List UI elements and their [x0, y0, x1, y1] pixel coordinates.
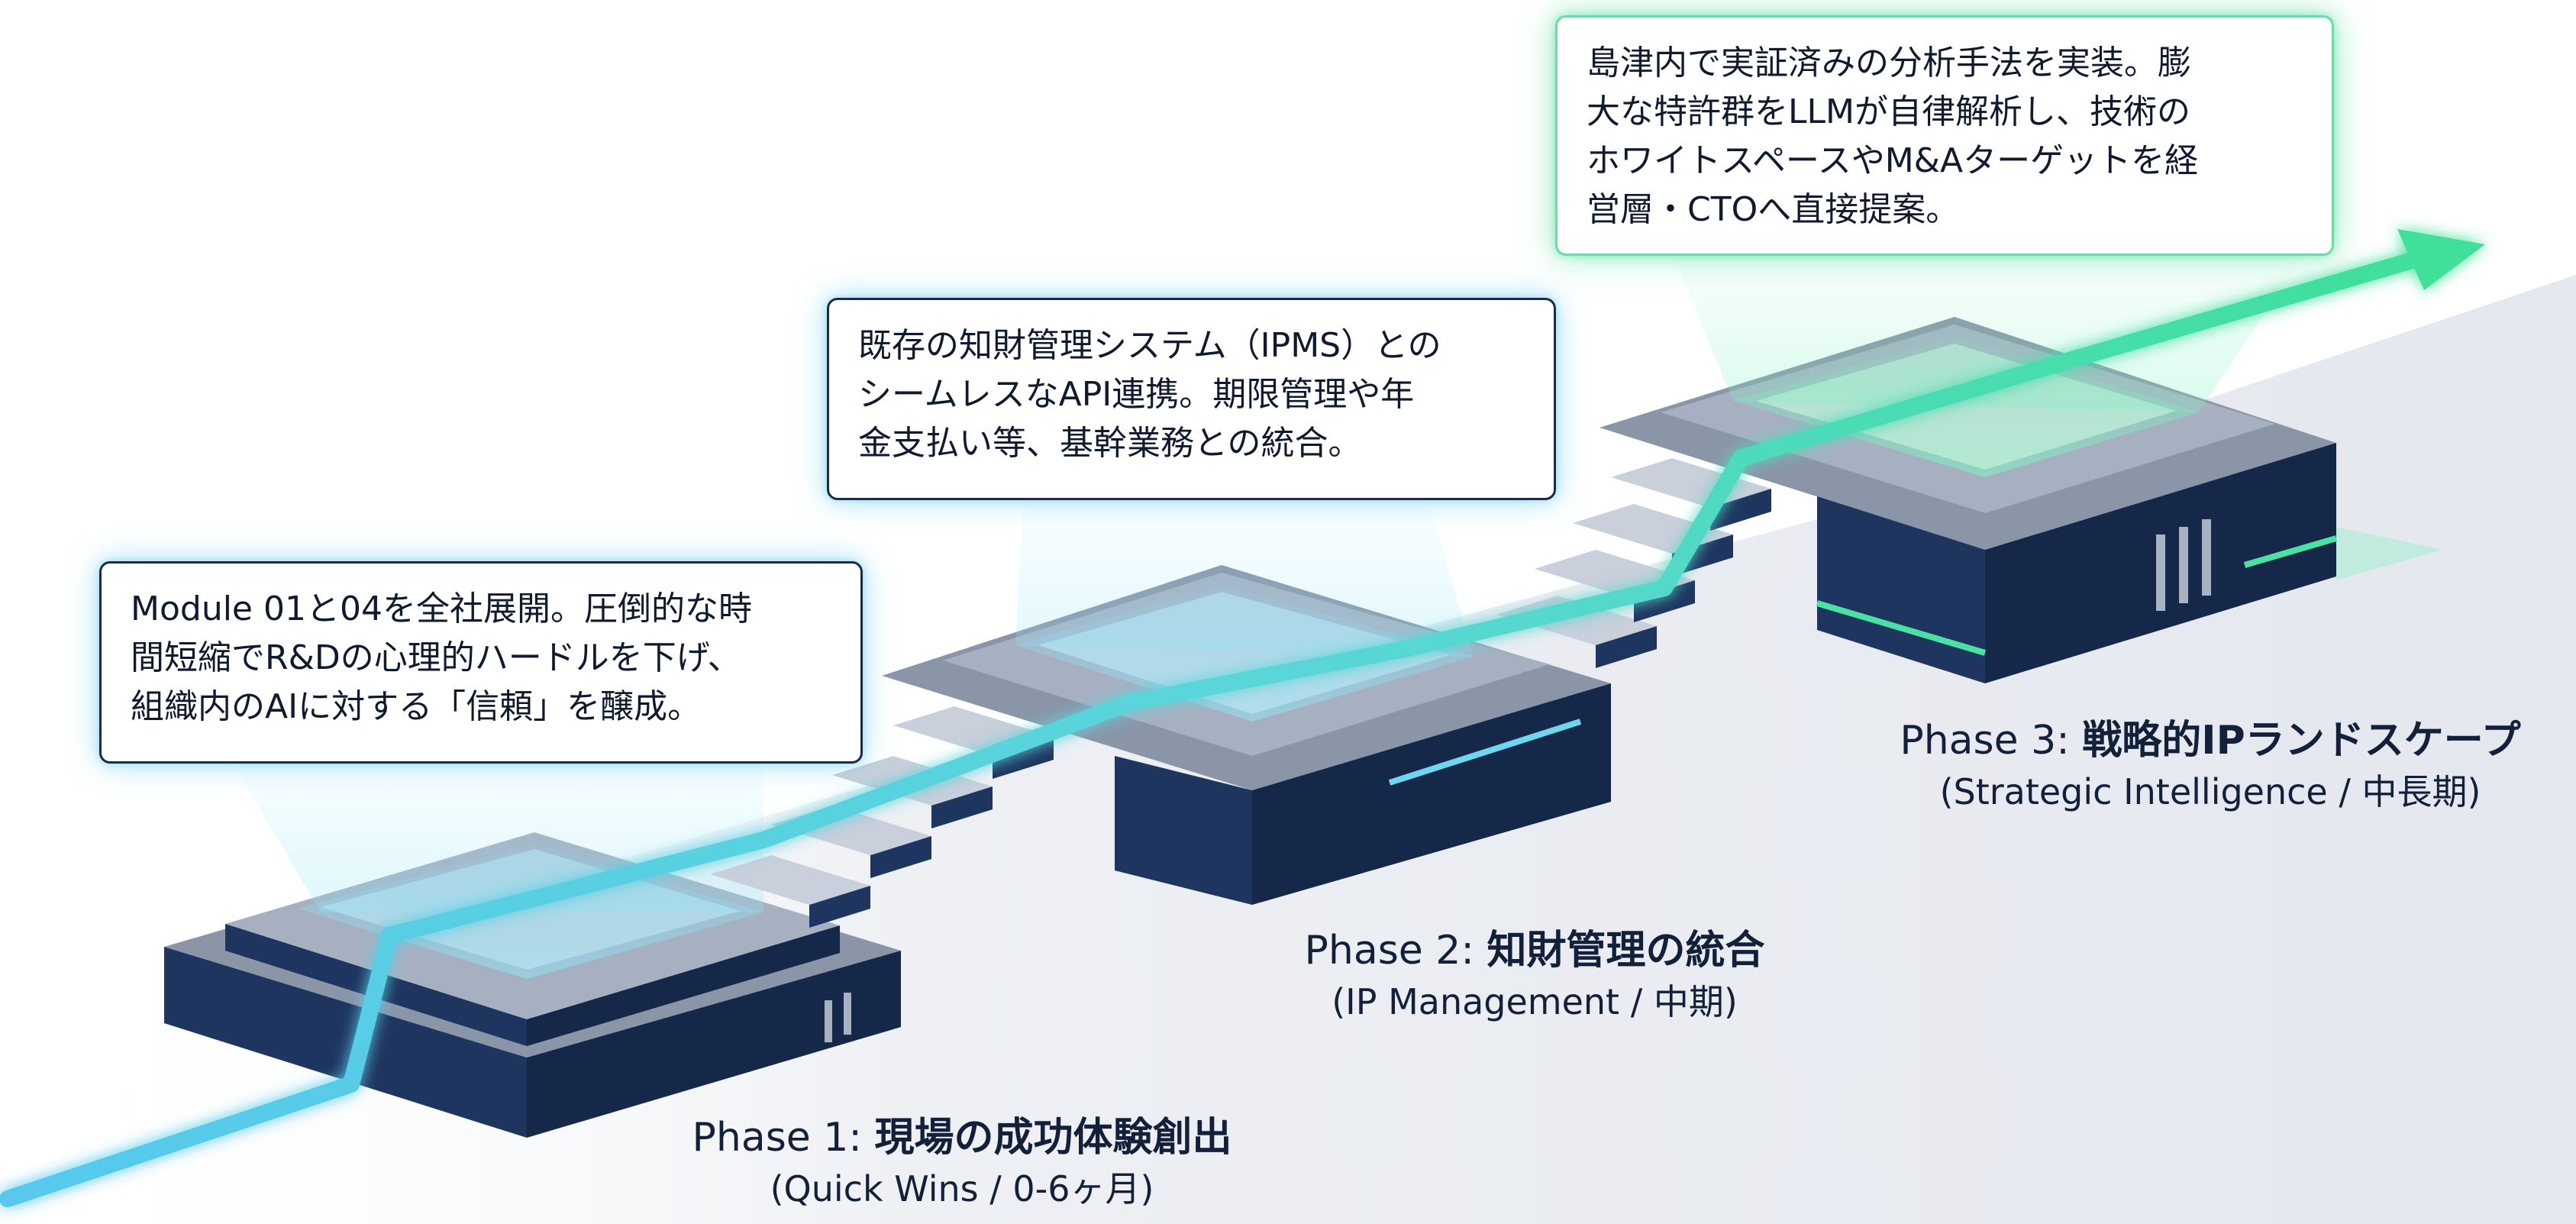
callout-phase2-line-1: 既存の知財管理システム（IPMS）との [858, 326, 1441, 365]
phase1-beam [229, 756, 763, 912]
phase2-label: Phase 2: 知財管理の統合 (IP Management / 中期) [1191, 924, 1878, 1026]
phase3-prefix: Phase 3: [1900, 718, 2083, 764]
phase2-title: Phase 2: 知財管理の統合 [1191, 924, 1878, 977]
growth-arrow [0, 229, 2485, 1207]
callout-phase3-line-4: 営層・CTOへ直接提案。 [1587, 190, 1960, 229]
callout-phase2: 既存の知財管理システム（IPMS）との シームレスなAPI連携。期限管理や年 金… [827, 298, 1556, 500]
callout-phase3-line-2: 大な特許群をLLMが自律解析し、技術の [1587, 92, 2190, 131]
arrow-head [2397, 229, 2485, 290]
phase2-subtitle: (IP Management / 中期) [1332, 981, 1738, 1022]
phase1-title: Phase 1: 現場の成功体験創出 [580, 1111, 1344, 1164]
phase2-prefix: Phase 2: [1304, 928, 1487, 974]
phase3-title: Phase 3: 戦略的IPランドスケープ [1848, 714, 2573, 767]
phase3-name: 戦略的IPランドスケープ [2082, 718, 2521, 764]
phase3-label: Phase 3: 戦略的IPランドスケープ (Strategic Intelli… [1848, 714, 2573, 816]
callout-phase2-line-3: 金支払い等、基幹業務との統合。 [858, 424, 1362, 463]
phase1-prefix: Phase 1: [692, 1115, 875, 1161]
callout-phase3-line-1: 島津内で実証済みの分析手法を実装。膨 [1587, 44, 2191, 82]
phase1-name: 現場の成功体験創出 [874, 1115, 1232, 1161]
callout-phase1-line-3: 組織内のAIに対する「信頼」を醸成。 [131, 687, 702, 726]
callout-phase1-line-2: 間短縮でR&Dの心理的ハードルを下げ、 [131, 638, 741, 677]
phase2-name: 知財管理の統合 [1487, 928, 1765, 974]
callout-phase1: Module 01と04を全社展開。圧倒的な時 間短縮でR&Dの心理的ハードルを… [99, 561, 863, 764]
callout-phase3-line-3: ホワイトスペースやM&Aターゲットを経 [1587, 141, 2199, 180]
phase3-beam [1672, 252, 2306, 412]
phase2-beam [1015, 496, 1474, 657]
callout-phase1-line-1: Module 01と04を全社展開。圧倒的な時 [131, 589, 752, 628]
phase1-subtitle: (Quick Wins / 0-6ヶ月) [770, 1168, 1154, 1209]
callout-phase3: 島津内で実証済みの分析手法を実装。膨 大な特許群をLLMが自律解析し、技術の ホ… [1555, 15, 2334, 256]
callout-phase2-line-2: シームレスなAPI連携。期限管理や年 [858, 375, 1415, 414]
phase3-subtitle: (Strategic Intelligence / 中長期) [1939, 771, 2481, 812]
phase1-label: Phase 1: 現場の成功体験創出 (Quick Wins / 0-6ヶ月) [580, 1111, 1344, 1213]
